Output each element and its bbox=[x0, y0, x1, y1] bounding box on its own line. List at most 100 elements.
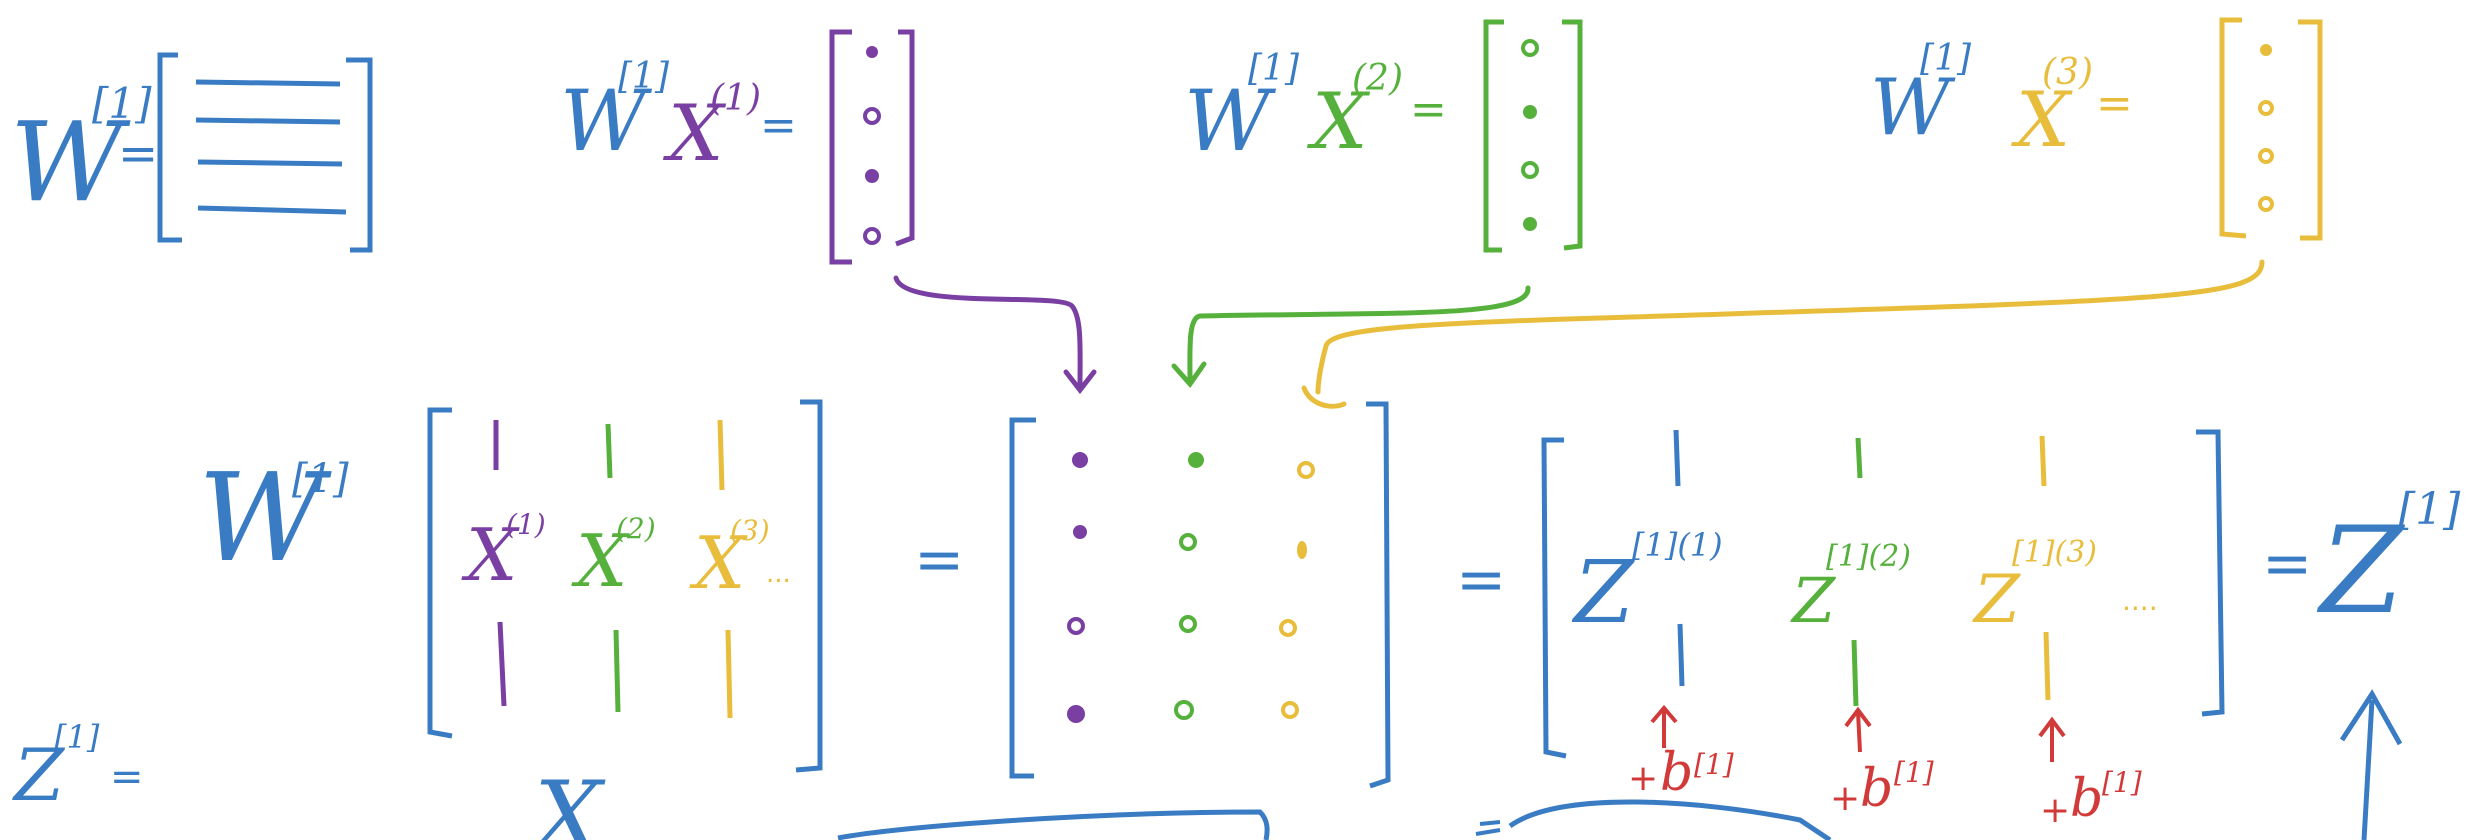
x-example-superscript: (2) bbox=[1352, 58, 1403, 99]
right-bracket bbox=[1562, 19, 1583, 251]
z-layer-superscript: [1] bbox=[2398, 484, 2461, 535]
column-bar-bottom bbox=[1851, 639, 1859, 707]
z-superscript: [1](2) bbox=[1826, 539, 1911, 574]
x-example-superscript: (1) bbox=[710, 78, 761, 119]
weight-row-2 bbox=[195, 117, 341, 125]
arrowhead-yellow bbox=[1301, 385, 1347, 409]
arrowhead-green bbox=[1171, 361, 1207, 389]
x-symbol: X bbox=[689, 521, 748, 605]
bias-additions: + b [1] + b [1] + b [1] bbox=[1628, 704, 2142, 831]
result-z-matrix: = Z [1] bbox=[2262, 484, 2461, 641]
x-symbol: X bbox=[2011, 75, 2073, 164]
vector-entry bbox=[2258, 100, 2274, 116]
w-layer-superscript: [1] bbox=[292, 456, 349, 502]
left-bracket bbox=[1009, 417, 1036, 779]
w-symbol: W bbox=[198, 447, 332, 589]
column-bar-bottom bbox=[613, 629, 621, 713]
right-bracket bbox=[2298, 19, 2323, 241]
x-symbol: X bbox=[1306, 77, 1371, 167]
w-layer-superscript: [1] bbox=[1920, 38, 1972, 79]
vector-entry bbox=[1521, 39, 1539, 57]
column-bar-top bbox=[2039, 435, 2047, 487]
z-layer-superscript: [1] bbox=[54, 718, 100, 756]
vector-entry bbox=[865, 169, 879, 183]
bias-annotation-1: + b [1] bbox=[1628, 704, 1734, 803]
left-bracket bbox=[427, 407, 453, 739]
ellipsis: .... bbox=[2122, 584, 2158, 617]
matrix-entry bbox=[1188, 452, 1204, 468]
x-symbol: X bbox=[662, 89, 727, 179]
vector-entry bbox=[1521, 161, 1539, 179]
left-bracket bbox=[2219, 17, 2247, 239]
b-symbol: b bbox=[1860, 759, 1893, 819]
left-bracket bbox=[1541, 437, 1567, 759]
matrix-entry bbox=[1297, 461, 1315, 479]
left-bracket bbox=[1483, 19, 1504, 253]
right-bracket bbox=[895, 29, 915, 247]
plus-sign: + bbox=[2040, 790, 2070, 831]
matrix-entry bbox=[1297, 541, 1307, 559]
bias-annotation-3: + b [1] bbox=[2038, 716, 2142, 831]
left-bracket bbox=[157, 52, 182, 243]
w-symbol: W bbox=[1184, 72, 1277, 170]
vector-entry bbox=[863, 227, 881, 245]
arrow-yellow bbox=[1315, 259, 2265, 395]
upward-arrow bbox=[2361, 699, 2375, 840]
product-example-1: W [1] X (1) = bbox=[560, 29, 915, 265]
x-example-superscript: (3) bbox=[2042, 52, 2093, 93]
matrix-entry bbox=[1067, 617, 1085, 635]
bottom-arc-2 bbox=[1508, 799, 1832, 840]
bottom-fragments: Z [1] = X bbox=[12, 689, 2403, 840]
right-bracket bbox=[2196, 429, 2225, 717]
up-arrow bbox=[2038, 716, 2066, 762]
big-x-label: X bbox=[527, 761, 606, 840]
bottom-arc-1 bbox=[837, 809, 1270, 840]
column-bar-top bbox=[717, 419, 725, 491]
z-symbol: Z bbox=[1972, 561, 2021, 638]
equals-sign: = bbox=[1410, 84, 1447, 135]
plus-sign: + bbox=[1830, 778, 1860, 819]
connecting-arrows bbox=[893, 259, 2265, 409]
equals-sign: = bbox=[914, 525, 964, 595]
b-layer-superscript: [1] bbox=[2102, 766, 2142, 799]
column-bar-bottom bbox=[2043, 631, 2051, 701]
equals-sign: = bbox=[2096, 78, 2133, 129]
equals-sign: = bbox=[1456, 545, 1506, 615]
z-symbol: Z bbox=[1571, 543, 1635, 643]
matrix-entry bbox=[1067, 705, 1085, 723]
x-symbol: X bbox=[461, 513, 520, 597]
equals-sign: = bbox=[2262, 529, 2312, 599]
right-bracket bbox=[795, 399, 823, 773]
vector-entry bbox=[1523, 217, 1537, 231]
equals-sign: = bbox=[118, 126, 158, 182]
weight-row-4 bbox=[197, 205, 347, 215]
product-example-2: W [1] X (2) = bbox=[1184, 19, 1583, 253]
z-symbol: Z bbox=[2316, 502, 2406, 641]
weight-row-1 bbox=[195, 79, 341, 87]
z-columns-matrix: Z [1](1) Z [1](2) Z [1](3) .... bbox=[1541, 429, 2225, 759]
b-symbol: b bbox=[2070, 769, 2103, 829]
vector-entry bbox=[2258, 148, 2274, 164]
w-symbol: W bbox=[560, 72, 653, 170]
x-example-superscript: (1) bbox=[506, 508, 546, 541]
matrix-product-left: W [1] X (1) X (2) X (3) ... bbox=[198, 399, 823, 773]
matrix-entry bbox=[1281, 701, 1299, 719]
z-symbol: Z bbox=[12, 733, 66, 817]
matrix-entry bbox=[1174, 700, 1194, 720]
arrow-green bbox=[1187, 285, 1531, 383]
right-bracket bbox=[1366, 401, 1391, 789]
vector-entry bbox=[2260, 44, 2272, 56]
vector-entry bbox=[1523, 105, 1537, 119]
weight-matrix-definition: W [1] = bbox=[10, 52, 373, 253]
right-bracket bbox=[346, 57, 373, 253]
column-bar-bottom bbox=[725, 629, 733, 719]
x-example-superscript: (3) bbox=[730, 514, 770, 547]
matrix-entry bbox=[1179, 533, 1197, 551]
vector-entry bbox=[2258, 196, 2274, 212]
column-bar-bottom bbox=[1677, 623, 1685, 687]
result-matrix bbox=[1009, 401, 1391, 789]
column-bar-top bbox=[1673, 429, 1681, 487]
z-symbol: Z bbox=[1790, 564, 1836, 637]
ellipsis: ... bbox=[766, 559, 791, 589]
